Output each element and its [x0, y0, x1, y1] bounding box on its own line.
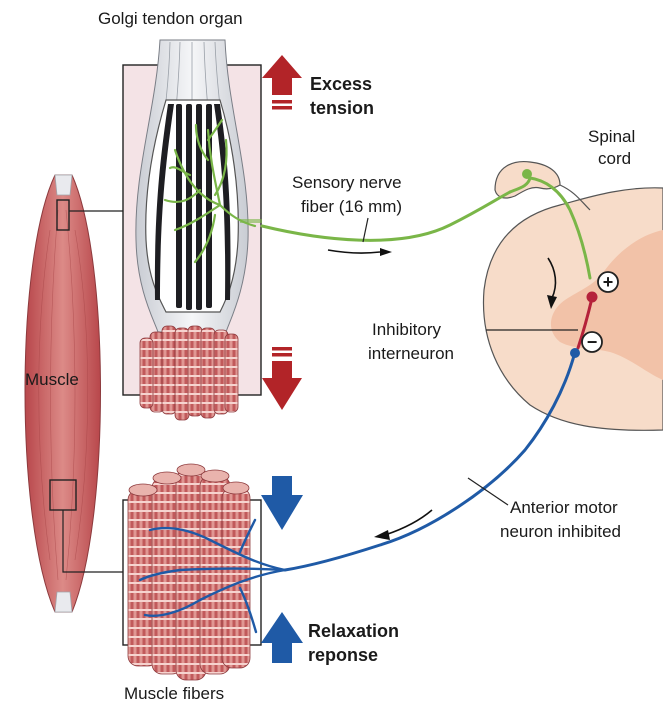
sensory-neuron-cell-body	[522, 169, 532, 179]
spinal-cord-section	[482, 161, 663, 431]
whole-muscle	[24, 174, 123, 613]
anterior-motor-neuron-label-line1: Anterior motor	[510, 498, 618, 517]
muscle-fibers-inset	[122, 463, 287, 681]
sensory-nerve-label-line1: Sensory nerve	[292, 173, 402, 192]
anterior-motor-neuron	[283, 348, 580, 572]
plus-sign: +	[602, 272, 614, 292]
inhibitory-interneuron	[576, 291, 598, 350]
motor-label-leader	[467, 477, 509, 506]
spinal-cord-label-line2: cord	[598, 149, 632, 168]
relaxation-response-label-line1: Relaxation	[308, 621, 400, 641]
excess-tension-arrow-down	[262, 347, 302, 410]
muscle-fibers-label: Muscle fibers	[124, 684, 225, 703]
relaxation-arrow-down	[261, 476, 303, 530]
relaxation-response-label-line2: reponse	[308, 645, 379, 665]
leader-line-fibers	[62, 510, 123, 573]
spinal-cord-label-line1: Spinal	[588, 127, 636, 146]
minus-sign: −	[586, 332, 598, 352]
inhibitory-interneuron-label-line2: interneuron	[368, 344, 455, 363]
relaxation-arrow-up	[261, 612, 303, 663]
excess-tension-label-line1: Excess	[310, 74, 373, 94]
cord-direction-arrow	[547, 257, 557, 309]
tendon-attached-fibers	[139, 325, 239, 421]
inhibitory-synapse-minus	[581, 331, 603, 353]
excess-tension-label-line2: tension	[310, 98, 375, 118]
motor-direction-arrow	[374, 509, 433, 540]
muscle-label: Muscle	[25, 370, 79, 389]
tendon-selection-box	[56, 199, 70, 231]
sensory-nerve-fiber	[260, 176, 592, 280]
sensory-direction-arrow	[327, 248, 392, 256]
sensory-fiber-dashed-segment	[240, 219, 262, 223]
inhibitory-interneuron-label-line1: Inhibitory	[372, 320, 441, 339]
golgi-tendon-organ-label: Golgi tendon organ	[98, 9, 243, 28]
anterior-motor-neuron-label-line2: neuron inhibited	[500, 522, 621, 541]
excitatory-synapse-plus	[597, 271, 619, 293]
golgi-tendon-organ-inset	[122, 39, 262, 421]
excess-tension-arrow-up	[262, 55, 302, 110]
sensory-label-leader	[362, 217, 369, 243]
sensory-nerve-label-line2: fiber (16 mm)	[301, 197, 403, 216]
